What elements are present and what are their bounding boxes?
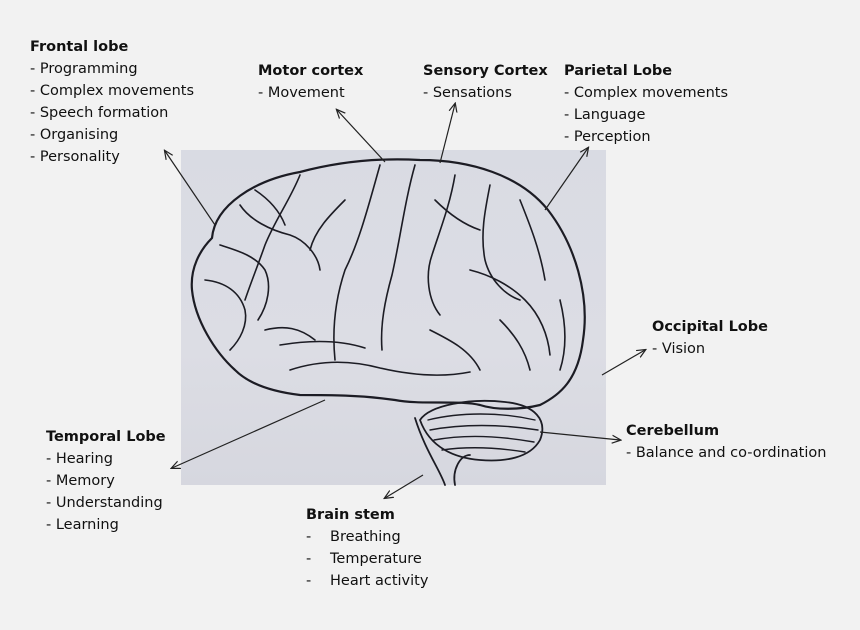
region-title: Temporal Lobe xyxy=(46,429,166,445)
arrow-frontal xyxy=(165,151,216,226)
label-cerebellum: Cerebellum - Balance and co-ordination xyxy=(626,420,826,464)
cerebellum-shape xyxy=(419,399,544,462)
region-item: -Heart activity xyxy=(306,573,429,589)
region-item: - Movement xyxy=(258,85,345,101)
region-item: - Programming xyxy=(30,61,138,77)
region-item: - Personality xyxy=(30,149,120,165)
arrow-pointer-icon xyxy=(165,104,645,498)
arrow-parietal xyxy=(544,148,588,211)
brainstem-shape xyxy=(414,417,471,486)
region-title: Cerebellum xyxy=(626,423,720,439)
region-item: - Vision xyxy=(652,341,706,357)
gyri-folds xyxy=(204,164,566,376)
region-item: -Breathing xyxy=(306,529,401,545)
label-occipital: Occipital Lobe - Vision xyxy=(652,316,768,360)
region-title: Brain stem xyxy=(306,507,395,523)
region-item: -Temperature xyxy=(306,551,422,567)
region-item: - Balance and co-ordination xyxy=(626,445,827,461)
label-brainstem: Brain stem -Breathing -Temperature -Hear… xyxy=(306,504,428,592)
region-item: - Understanding xyxy=(46,495,163,511)
region-title: Occipital Lobe xyxy=(652,319,768,335)
label-parietal: Parietal Lobe - Complex movements - Lang… xyxy=(564,60,728,148)
arrow-sensory xyxy=(439,104,455,164)
brain-outline xyxy=(190,158,586,410)
region-item: - Hearing xyxy=(46,451,113,467)
label-temporal: Temporal Lobe - Hearing - Memory - Under… xyxy=(46,426,166,536)
region-item: - Organising xyxy=(30,127,119,143)
region-item: - Sensations xyxy=(423,85,512,101)
region-item: - Complex movements xyxy=(30,83,195,99)
brain-sketch-icon xyxy=(190,158,586,486)
region-title: Frontal lobe xyxy=(30,39,129,55)
region-item: - Language xyxy=(564,107,646,123)
region-title: Parietal Lobe xyxy=(564,63,673,79)
label-motor: Motor cortex - Movement xyxy=(258,60,363,104)
label-sensory: Sensory Cortex - Sensations xyxy=(423,60,548,104)
region-title: Sensory Cortex xyxy=(423,63,548,79)
label-frontal: Frontal lobe - Programming - Complex mov… xyxy=(30,36,194,168)
arrow-temporal xyxy=(172,399,326,468)
cerebellum-folds xyxy=(427,413,539,453)
region-item: - Learning xyxy=(46,517,119,533)
region-item: - Memory xyxy=(46,473,115,489)
arrow-occipital xyxy=(601,350,645,376)
arrow-brainstem xyxy=(385,474,424,498)
region-item: - Perception xyxy=(564,129,651,145)
arrow-cerebellum xyxy=(539,431,620,440)
arrow-motor xyxy=(337,110,386,163)
region-item: - Speech formation xyxy=(30,105,169,121)
region-item: - Complex movements xyxy=(564,85,729,101)
region-title: Motor cortex xyxy=(258,63,364,79)
